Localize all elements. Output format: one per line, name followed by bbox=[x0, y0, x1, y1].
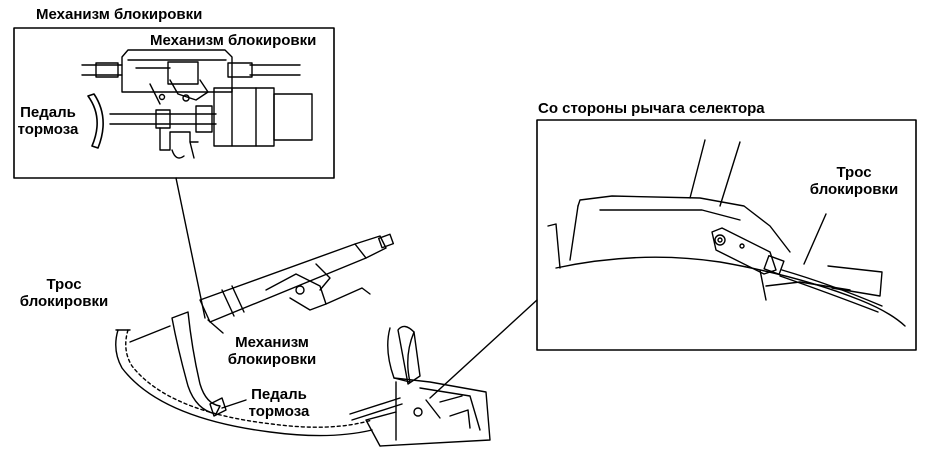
inset-mechanism-title: Механизм блокировки bbox=[36, 6, 203, 23]
inset-box-mechanism bbox=[13, 27, 335, 179]
leader-inset-to-mechanism bbox=[175, 177, 206, 319]
inset-selector-cable-line2: блокировки bbox=[809, 181, 899, 198]
main-cable-label-line1: Трос bbox=[46, 276, 82, 293]
brake-pedal bbox=[129, 311, 227, 417]
inset-mechanism-label: Механизм блокировки bbox=[150, 32, 317, 49]
leader-pedal-label bbox=[221, 399, 247, 409]
leader-mechanism-label bbox=[207, 319, 224, 334]
lock-cable-main bbox=[115, 329, 373, 437]
main-pedal-label: Педаль тормоза bbox=[236, 386, 322, 420]
lock-mechanism-assembly bbox=[199, 233, 395, 323]
inset-box-selector bbox=[536, 119, 917, 351]
main-mechanism-label-line2: блокировки bbox=[227, 351, 317, 368]
selector-lever-main bbox=[349, 325, 491, 447]
leader-inset-to-selector bbox=[429, 299, 538, 399]
mechanism-detail-drawing bbox=[81, 49, 313, 159]
inset-selector-cable-label: Трос блокировки bbox=[806, 164, 902, 198]
main-mechanism-label: Механизм блокировки bbox=[222, 334, 322, 368]
main-cable-label: Трос блокировки bbox=[16, 276, 112, 310]
main-cable-label-line2: блокировки bbox=[19, 293, 109, 310]
inset-selector-title: Со стороны рычага селектора bbox=[538, 100, 765, 117]
leader-selector-cable bbox=[803, 213, 827, 265]
selector-detail-drawing bbox=[547, 139, 906, 327]
inset-pedal-label-line2: тормоза bbox=[17, 121, 79, 138]
main-mechanism-label-line1: Механизм bbox=[235, 334, 309, 351]
main-pedal-label-line2: тормоза bbox=[248, 403, 310, 420]
main-pedal-label-line1: Педаль bbox=[251, 386, 307, 403]
inset-pedal-label: Педаль тормоза bbox=[12, 104, 84, 138]
inset-pedal-label-line1: Педаль bbox=[20, 104, 76, 121]
inset-selector-cable-line1: Трос bbox=[836, 164, 872, 181]
